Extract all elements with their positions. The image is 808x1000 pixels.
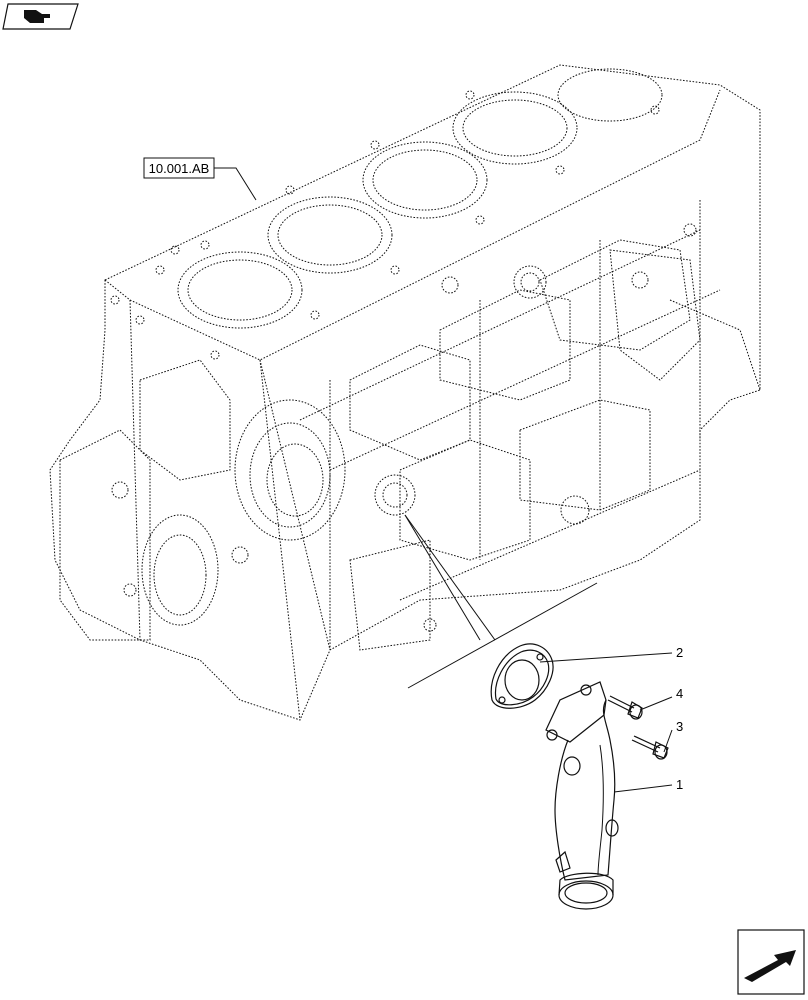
bolt-part-4 [607,695,643,720]
callout-number: 3 [676,719,683,734]
next-page-arrow-icon[interactable] [737,929,805,995]
reference-label[interactable]: 10.001.AB [143,157,215,179]
callout-number: 2 [676,645,683,660]
callout-number: 4 [676,686,683,701]
gasket-part [490,643,554,709]
book-icon[interactable] [2,3,79,30]
detail-extraction-lines [404,514,598,689]
callout-leaders [539,652,673,793]
bolt-part-3 [631,735,669,760]
callout-number: 1 [676,777,683,792]
water-pipe-part [545,681,619,910]
engine-block [49,64,761,721]
reference-label-text: 10.001.AB [149,161,210,176]
reference-leader [214,167,257,201]
